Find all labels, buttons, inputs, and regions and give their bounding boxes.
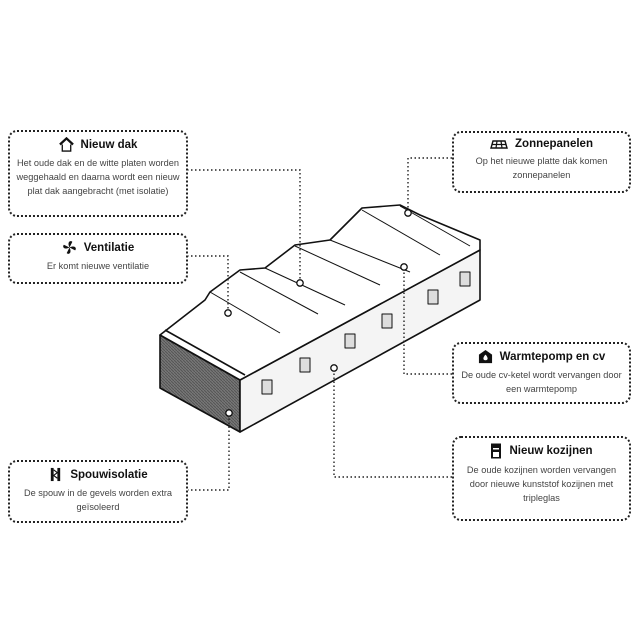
- callout-kozijnen: Nieuw kozijnen De oude kozijnen worden v…: [452, 436, 631, 521]
- callout-spouwisolatie: Spouwisolatie De spouw in de gevels word…: [8, 460, 188, 523]
- window-frame-icon: [491, 443, 502, 459]
- solar-panel-icon: [490, 140, 508, 149]
- callout-text: De oude kozijnen worden vervangen door n…: [466, 465, 617, 503]
- callout-title: Warmtepomp en cv: [499, 350, 606, 363]
- connector-spouwisolatie: [187, 413, 230, 491]
- marker-dot: [404, 209, 412, 217]
- connector-lines: [187, 157, 452, 491]
- callout-title: Spouwisolatie: [70, 468, 148, 481]
- connector-nieuw-dak: [187, 169, 301, 283]
- callout-text: De oude cv-ketel wordt vervangen door ee…: [461, 370, 622, 394]
- marker-dot: [330, 364, 338, 372]
- callout-nieuw-dak: Nieuw dak Het oude dak en de witte plate…: [8, 130, 188, 217]
- marker-dot: [225, 409, 233, 417]
- connector-warmtepomp: [403, 267, 452, 375]
- callout-text: Op het nieuwe platte dak komen zonnepane…: [475, 156, 608, 180]
- callout-title: Nieuw dak: [80, 138, 138, 151]
- heat-pump-icon: [478, 349, 492, 364]
- building-roof: [159, 204, 481, 381]
- callout-zonnepanelen: Zonnepanelen Op het nieuwe platte dak ko…: [452, 131, 631, 193]
- connector-zonnepanelen: [407, 157, 452, 213]
- callout-text: De spouw in de gevels worden extra geïso…: [23, 488, 173, 512]
- callout-title: Zonnepanelen: [515, 138, 593, 150]
- callout-ventilatie: Ventilatie Er komt nieuwe ventilatie: [8, 233, 188, 284]
- wall-insulation-icon: [51, 467, 61, 482]
- callout-title: Ventilatie: [83, 241, 135, 254]
- marker-dot: [296, 279, 304, 287]
- callout-text: Het oude dak en de witte platen worden w…: [16, 158, 180, 196]
- marker-dot: [400, 263, 408, 271]
- callout-text: Er komt nieuwe ventilatie: [46, 261, 150, 271]
- marker-dot: [224, 309, 232, 317]
- building: [159, 204, 481, 433]
- connector-ventilatie: [187, 255, 229, 313]
- callout-title: Nieuw kozijnen: [509, 445, 593, 457]
- callout-warmtepomp: Warmtepomp en cv De oude cv-ketel wordt …: [452, 342, 631, 404]
- house-roof-icon: [58, 137, 74, 152]
- marker-dots: [224, 209, 412, 417]
- connector-kozijnen: [333, 368, 452, 478]
- fan-icon: [62, 241, 76, 254]
